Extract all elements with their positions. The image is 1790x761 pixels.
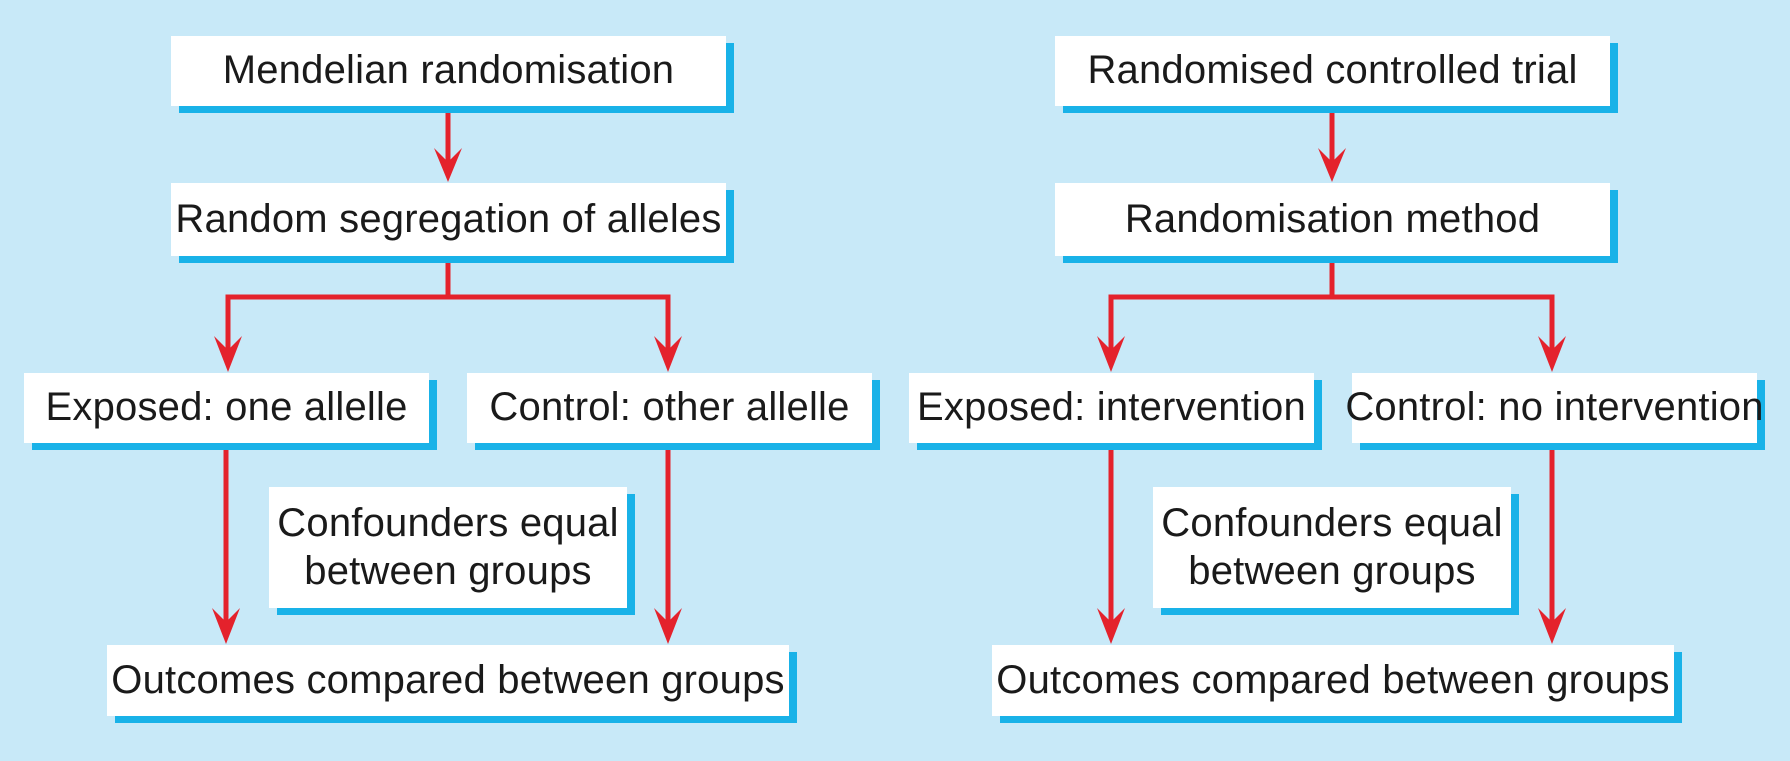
arrowhead-icon xyxy=(212,608,240,644)
left-exposed-label: Exposed: one allelle xyxy=(45,385,408,430)
left-exposed-box: Exposed: one allelle xyxy=(24,373,429,443)
right-confounders-line2: between groups xyxy=(1188,548,1476,593)
left-confounders-line2: between groups xyxy=(304,548,592,593)
arrowhead-icon xyxy=(1097,336,1125,372)
arrowhead-icon xyxy=(1097,608,1125,644)
arrowhead-icon xyxy=(654,336,682,372)
left-branch-connector xyxy=(225,256,451,356)
right-branch-connector-right xyxy=(1332,294,1555,356)
arrowhead-icon xyxy=(1538,336,1566,372)
right-outcomes-label: Outcomes compared between groups xyxy=(996,657,1670,702)
left-confounders-box: Confounders equal between groups xyxy=(269,487,627,608)
left-top-box: Mendelian randomisation xyxy=(171,36,726,106)
left-control-box: Control: other allelle xyxy=(467,373,872,443)
arrowhead-icon xyxy=(654,608,682,644)
right-exposed-box: Exposed: intervention xyxy=(909,373,1314,443)
arrowhead-icon xyxy=(214,336,242,372)
right-second-box: Randomisation method xyxy=(1055,183,1610,256)
right-control-box: Control: no intervention xyxy=(1345,373,1763,443)
right-control-label: Control: no intervention xyxy=(1345,385,1764,430)
arrowhead-icon xyxy=(1318,148,1346,182)
right-second-label: Randomisation method xyxy=(1124,196,1541,241)
left-second-box: Random segregation of alleles xyxy=(171,183,726,256)
arrowhead-icon xyxy=(1538,608,1566,644)
left-outcomes-box: Outcomes compared between groups xyxy=(107,645,789,716)
left-branch-connector-right xyxy=(448,294,671,356)
right-exposed-label: Exposed: intervention xyxy=(917,385,1306,430)
arrowhead-icon xyxy=(434,148,462,182)
right-top-box: Randomised controlled trial xyxy=(1055,36,1610,106)
right-top-label: Randomised controlled trial xyxy=(1087,48,1578,93)
left-second-label: Random segregation of alleles xyxy=(175,196,722,241)
right-branch-connector xyxy=(1108,256,1335,356)
left-top-label: Mendelian randomisation xyxy=(222,48,675,93)
left-confounders-line1: Confounders equal xyxy=(277,501,619,546)
right-confounders-line1: Confounders equal xyxy=(1161,501,1503,546)
right-confounders-box: Confounders equal between groups xyxy=(1153,487,1511,608)
left-control-label: Control: other allelle xyxy=(489,385,850,430)
left-outcomes-label: Outcomes compared between groups xyxy=(111,657,785,702)
right-outcomes-box: Outcomes compared between groups xyxy=(992,645,1674,716)
